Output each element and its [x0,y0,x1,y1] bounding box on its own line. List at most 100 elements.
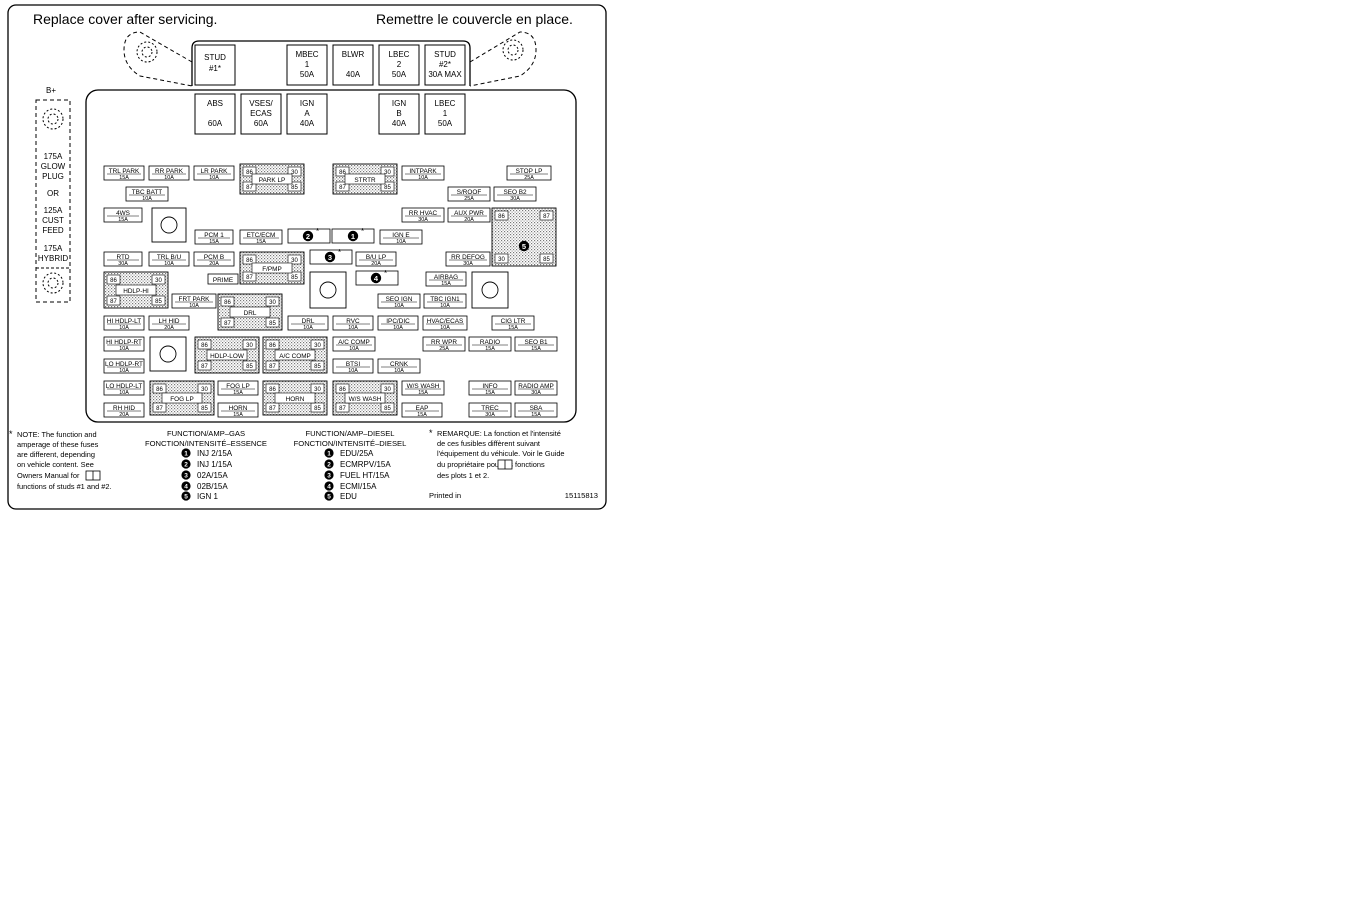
mini-fuse-amp: 10A [142,196,152,202]
mini-fuse-label: W/S WASH [407,383,440,390]
note-left-line: NOTE: The function and [17,430,97,439]
mini-fuse-amp: 15A [118,217,128,223]
diesel-item-text: ECMI/15A [340,482,377,491]
mini-fuse-amp: 15A [531,412,541,418]
number-marker: 4 [327,484,331,491]
mini-fuse-amp: 15A [531,346,541,352]
b-plus-bolt-icon [42,108,64,130]
mini-fuse-label: FRT PARK [179,296,211,303]
large-fuse-housing [191,40,471,86]
mini-fuse-label: TBC IGN1 [430,296,460,303]
relay-label: A/C COMP [279,353,311,360]
mini-fuse-amp: 30A [531,390,541,396]
mini-fuse-label: CRNK [390,361,409,368]
number-marker: 4 [184,484,188,491]
large-fuse-text: STUD [434,50,456,59]
numbered-position-1: 1* [331,227,375,244]
mini-fuse-label: INTPARK [409,168,437,175]
relay-pin: 87 [110,299,117,305]
mounting-hole-icon [309,271,347,309]
number-marker: 1 [351,232,355,241]
mini-fuse-label: RR WPR [431,339,457,346]
mini-fuse-amp: 10A [119,346,129,352]
relay-label: HDLP-LOW [210,353,245,360]
relay-pin: 30 [269,300,276,306]
left-stud-ear [123,31,193,87]
relay-label: HDLP-HI [123,288,149,295]
mini-fuse-amp: 20A [209,261,219,267]
mini-fuse-label: PCM 1 [204,232,224,239]
relay-pin: 87 [201,364,208,370]
header-right-text: Remettre le couvercle en place. [376,11,573,27]
mini-fuse-label: CIG LTR [501,318,526,325]
mini-fuse-amp: 10A [348,368,358,374]
b-plus-option-text: 125A [44,206,63,215]
relay-pin: 87 [246,275,253,281]
gas-item-text: 02A/15A [197,471,228,480]
mini-fuse-label: RADIO AMP [518,383,554,390]
owners-manual-icon [497,459,513,470]
mini-fuse-label: LO HDLP-RT [105,361,143,368]
mini-fuse-amp: 10A [349,346,359,352]
large-fuse-text: 2 [397,60,402,69]
b-plus-option-text: PLUG [42,172,64,181]
relay-pin: 86 [224,300,231,306]
numbered-position-4: 4* [355,269,399,286]
large-fuse-text: ECAS [250,109,272,118]
right-stud-ear [469,31,537,87]
mini-fuse-amp: 15A [256,239,266,245]
relay-pin: 85 [384,185,391,191]
diesel-item-text: FUEL HT/15A [340,471,390,480]
large-fuse-text: #1* [209,64,221,73]
number-marker: 3 [184,473,188,480]
gas-item-text: INJ 1/15A [197,460,233,469]
mounting-hole-icon [149,336,187,372]
note-left-line: on vehicle content. See [17,460,94,469]
diesel-item: 4 ECMI/15A [324,481,377,491]
relay-pin: 85 [291,185,298,191]
relay-pin: 86 [339,170,346,176]
relay-label: HORN [286,396,305,403]
gas-item-text: 02B/15A [197,482,228,491]
printed-in-text: Printed in [429,491,461,500]
large-fuse-row: STUD#1*MBEC150ABLWR40ALBEC250ASTUD#2*30A… [194,44,466,135]
large-fuse-text: VSES/ [249,99,273,108]
number-marker: 1 [184,451,188,458]
relay-pin: 86 [498,214,505,220]
mini-fuse-label: LR PARK [201,168,229,175]
relay-pin: 30 [314,387,321,393]
large-fuse-text: BLWR [342,50,365,59]
stud-1-bolt-icon [136,41,158,63]
mini-fuse-amp: 25A [464,196,474,202]
note-left-line: Owners Manual for [17,471,80,480]
large-fuse-text: LBEC [389,50,410,59]
mini-fuse-label: HVAC/ECAS [427,318,463,325]
relay-pin: 85 [314,406,321,412]
owners-manual-icon [85,470,101,481]
number-marker: 2 [306,232,310,241]
b-plus-option-text: GLOW [41,162,66,171]
relay-pin: 87 [156,406,163,412]
large-fuse-text: ABS [207,99,223,108]
